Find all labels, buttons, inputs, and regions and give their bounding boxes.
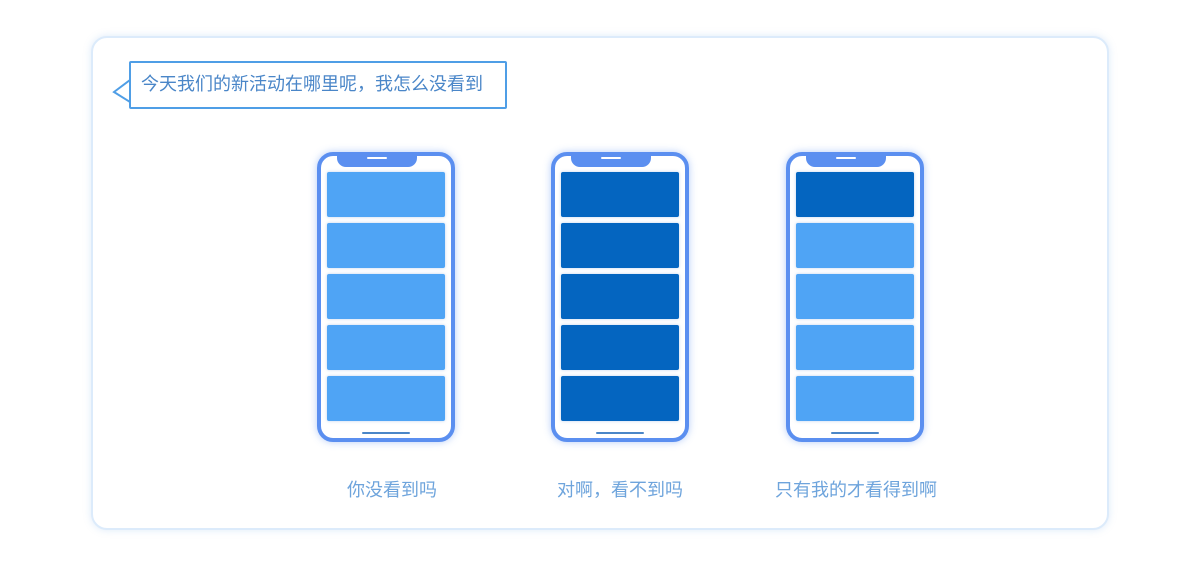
phone-notch — [806, 152, 886, 167]
content-block — [561, 325, 679, 370]
speech-bubble-tail — [112, 79, 131, 103]
speaker-slot — [367, 157, 387, 159]
phone-screen — [796, 172, 914, 427]
speaker-slot — [601, 157, 621, 159]
phone-2-caption: 对啊，看不到吗 — [557, 480, 683, 501]
content-block — [796, 274, 914, 319]
home-indicator — [831, 432, 879, 434]
phone-3 — [786, 152, 924, 442]
content-block — [796, 376, 914, 421]
content-block — [796, 172, 914, 217]
content-block — [327, 223, 445, 268]
phone-1 — [317, 152, 455, 442]
content-block — [327, 172, 445, 217]
phone-notch — [571, 152, 651, 167]
phone-screen — [327, 172, 445, 427]
speech-bubble: 今天我们的新活动在哪里呢，我怎么没看到 — [129, 61, 507, 109]
phone-screen — [561, 172, 679, 427]
content-block — [327, 325, 445, 370]
phone-3-caption: 只有我的才看得到啊 — [775, 480, 937, 501]
content-block — [561, 376, 679, 421]
content-block — [327, 376, 445, 421]
content-block — [561, 172, 679, 217]
speech-bubble-text: 今天我们的新活动在哪里呢，我怎么没看到 — [141, 74, 483, 95]
content-block — [561, 223, 679, 268]
home-indicator — [362, 432, 410, 434]
phone-2 — [551, 152, 689, 442]
phone-1-caption: 你没看到吗 — [347, 480, 437, 501]
content-block — [796, 325, 914, 370]
speaker-slot — [836, 157, 856, 159]
content-block — [327, 274, 445, 319]
phone-notch — [337, 152, 417, 167]
content-block — [796, 223, 914, 268]
home-indicator — [596, 432, 644, 434]
content-block — [561, 274, 679, 319]
